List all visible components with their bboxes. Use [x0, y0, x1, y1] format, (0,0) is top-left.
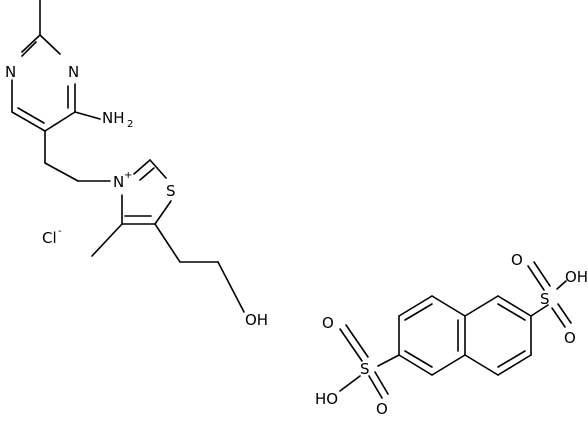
atom-amino-subscript: 2 [127, 119, 133, 130]
bond-s1-c5 [154, 200, 172, 225]
bond-naph-c8-c7-double [404, 303, 433, 321]
atom-amino-n: NH [102, 109, 125, 127]
bond-naph-c4a-c5 [431, 354, 466, 376]
pyrimidine-ring [11, 0, 101, 164]
bond-naph-c3-c4 [497, 354, 532, 376]
bond-c5-c4 [44, 111, 76, 132]
thiazolium-ring [91, 159, 245, 313]
atom-n1: N [5, 63, 16, 81]
bond-n3-c2 [133, 159, 151, 175]
atom-sulfo1-o-bottom: O [376, 400, 388, 418]
atom-n3: N [68, 63, 79, 81]
bond-c6-c5-double [17, 107, 45, 124]
bond-c4-amino [74, 111, 101, 120]
bond-naph-s1 [377, 354, 400, 367]
atom-sulfo1-o-top: O [322, 314, 334, 332]
bond-s1-o-top-double [345, 324, 369, 358]
bond-s2-o-bottom-double [557, 303, 572, 324]
bond-ch2-bridge [44, 162, 79, 182]
sulfonic-acid-right [527, 261, 572, 328]
naphthalene-rings [377, 295, 549, 376]
atom-thiazolium-n: N [113, 173, 124, 191]
bond-n3-c2-double [139, 167, 155, 181]
bond-s2-oh [556, 280, 567, 290]
atom-chloride-charge: - [58, 226, 62, 237]
atom-sulfo1-s: S [360, 360, 370, 378]
bond-naph-c8-c8a [431, 295, 466, 317]
atom-sulfo2-o-bottom: O [564, 329, 576, 347]
bond-c6-c5 [11, 111, 46, 132]
bond-c5-ethyl [154, 223, 181, 263]
atom-chloride: Cl [42, 229, 57, 247]
atom-sulfo2-oh: OH [565, 268, 588, 286]
bond-naph-c3-c4-double [497, 350, 526, 368]
bond-s2-o-top [527, 265, 545, 291]
bond-s1-o-top [339, 328, 363, 362]
bond-c2-n1 [21, 34, 41, 53]
atom-hydroxyl: OH [245, 311, 268, 329]
methyl-bond-thiazole [91, 223, 123, 257]
bond-ethyl-2 [217, 261, 245, 313]
bond-s1-o-bottom-double [374, 371, 389, 395]
bond-s1-o-bottom [368, 375, 383, 399]
bond-naph-c6-c4a-double [404, 350, 433, 368]
atom-sulfo2-s: S [540, 290, 550, 308]
bond-naph-c6-c4a [398, 354, 433, 376]
bond-naph-s2 [530, 304, 549, 317]
bond-c2-n1-double [21, 41, 37, 57]
bond-naph-c8-c7 [398, 295, 433, 317]
atom-sulfo2-o-top: O [511, 251, 523, 269]
bond-naph-c1-c2 [497, 295, 532, 317]
bond-c2-s1 [149, 159, 167, 179]
bond-c2-n3 [39, 34, 61, 55]
bond-naph-c4-c4a [464, 354, 499, 376]
atom-sulfo1-ho: HO [315, 390, 338, 408]
atom-thiazole-s: S [166, 182, 176, 200]
bond-s2-o-bottom [551, 307, 566, 328]
bond-naph-c1-c2-double [497, 303, 526, 321]
atom-thiazolium-charge: + [124, 170, 132, 181]
bond-s1-oh [339, 375, 361, 392]
sulfonic-acid-left [339, 324, 389, 399]
bond-s2-o-top-double [533, 261, 551, 287]
bond-naph-c8a-c1 [464, 295, 499, 317]
